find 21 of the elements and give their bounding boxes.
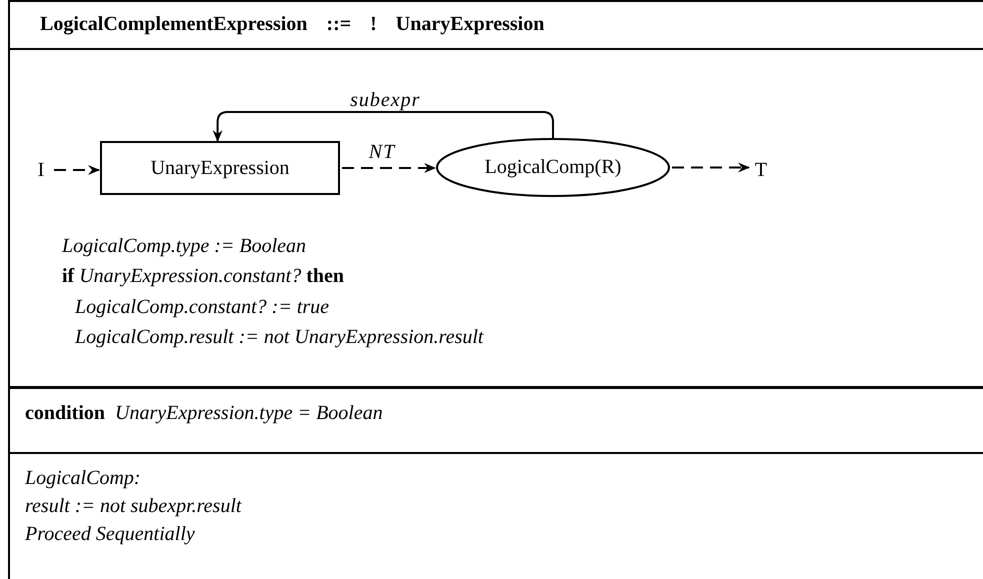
terminal-label: I: [30, 155, 52, 185]
code-line: LogicalComp:: [25, 466, 141, 490]
code-line: if UnaryExpression.constant? then: [62, 264, 344, 288]
code-line: LogicalComp.result := not UnaryExpression.result: [75, 325, 484, 349]
condition-text: condition UnaryExpression.type = Boolean: [25, 401, 383, 425]
ellipse-node: [436, 138, 670, 197]
terminal-label: T: [750, 155, 772, 185]
process-box: [100, 141, 340, 195]
code-line: result := not subexpr.result: [25, 494, 242, 518]
node-label: LogicalComp(R): [484, 156, 622, 179]
arrow: [212, 111, 554, 142]
node-label: UnaryExpression: [150, 156, 290, 180]
title: LogicalComplementExpression ::= ! UnaryExpression: [40, 12, 544, 36]
edge-label: subexpr: [350, 88, 420, 112]
dashed-arrow: [54, 165, 100, 175]
dashed-arrow: [342, 163, 436, 173]
dashed-arrow: [672, 162, 750, 172]
code-line: LogicalComp.constant? := true: [75, 295, 330, 319]
code-line: Proceed Sequentially: [25, 522, 195, 546]
edge-label: NT: [368, 140, 396, 164]
code-line: LogicalComp.type := Boolean: [62, 234, 306, 258]
